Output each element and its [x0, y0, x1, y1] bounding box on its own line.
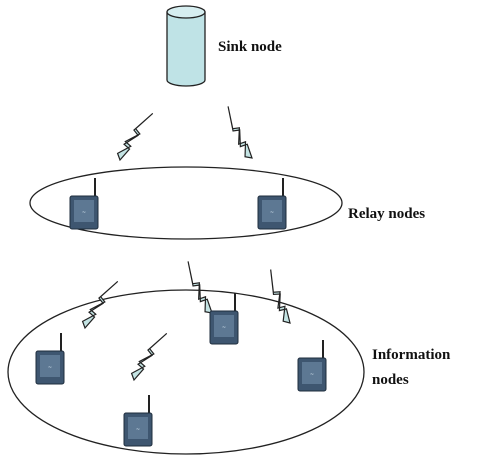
information-node-icon — [297, 339, 327, 392]
relay-node-icon — [257, 177, 287, 230]
information-node-icon — [209, 292, 239, 345]
wireless-link-icon — [257, 268, 300, 327]
sink-node-icon — [166, 5, 206, 87]
information-node-icon — [35, 332, 65, 385]
relay-nodes-label: Relay nodes — [348, 206, 425, 222]
sink-node-label: Sink node — [218, 39, 282, 55]
wireless-link-icon — [175, 260, 221, 317]
wireless-link-icon — [215, 105, 261, 162]
relay-node-icon — [69, 177, 99, 230]
relay-layer-ellipse — [29, 166, 343, 240]
wireless-link-icon — [114, 106, 154, 165]
wireless-link-icon — [128, 326, 168, 385]
information-nodes-label-line2: nodes — [372, 372, 409, 388]
information-node-icon — [123, 394, 153, 447]
information-layer-ellipse — [7, 289, 365, 455]
information-nodes-label-line1: Information — [372, 347, 451, 363]
